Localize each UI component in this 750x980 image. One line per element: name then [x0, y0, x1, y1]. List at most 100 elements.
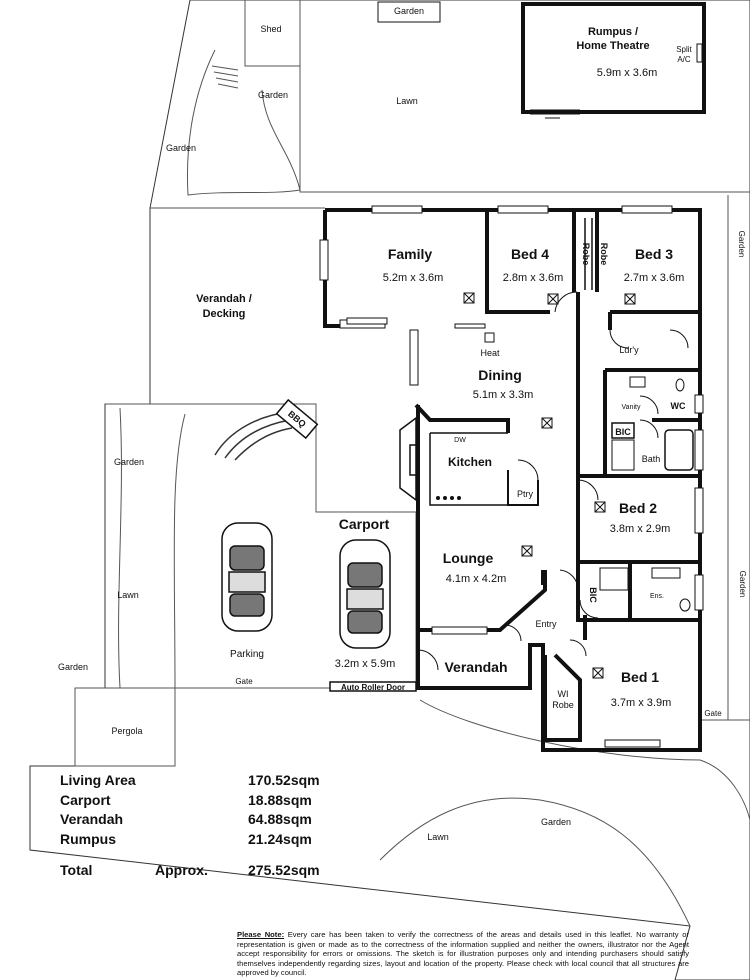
bed1-size: 3.7m x 3.9m [611, 697, 672, 709]
bed2-size: 3.8m x 2.9m [610, 523, 671, 535]
shower-box [611, 439, 635, 471]
verandah-decking-label-2: Decking [203, 308, 246, 320]
bed1-label: Bed 1 [621, 669, 659, 685]
vanity-basin [629, 376, 646, 388]
gate-label-parking: Gate [235, 677, 253, 686]
garden-label-bottom: Garden [541, 817, 571, 827]
disclaimer-note: Please Note: Every care has been taken t… [237, 930, 689, 978]
lower-garden-curve [419, 699, 750, 821]
area-value: 21.24sqm [248, 830, 312, 847]
area-total-row: Total Approx. 275.52sqm [60, 862, 340, 882]
ensuite-shower [599, 567, 629, 591]
garden-label-top: Garden [394, 6, 424, 16]
cooktop [436, 496, 461, 500]
bed4-label: Bed 4 [511, 246, 549, 262]
bath-tub [664, 429, 694, 471]
robe-label-right: Robe [599, 243, 609, 266]
lawn-label-bottom: Lawn [427, 832, 449, 842]
note-heading: Please Note: [237, 930, 285, 939]
lower-garden-curve2 [379, 797, 691, 927]
rumpus-ac [696, 43, 703, 63]
carport-size: 3.2m x 5.9m [335, 658, 396, 670]
car-carport [339, 539, 391, 649]
total-label: Total [60, 862, 93, 878]
bic-label-bath: BIC [615, 427, 631, 437]
area-row: Carport 18.88sqm [60, 792, 340, 812]
ac-label-1: Split [676, 45, 692, 54]
lawn-label-top: Lawn [396, 96, 418, 106]
area-row: Rumpus 21.24sqm [60, 831, 340, 851]
top-garden-box [377, 1, 441, 23]
area-label: Rumpus [60, 830, 116, 847]
gate-label-side: Gate [704, 709, 722, 718]
area-label: Carport [60, 791, 111, 808]
garden-label-left-mid: Garden [114, 457, 144, 467]
ac-label-2: A/C [677, 55, 691, 64]
garden-label-left-top: Garden [166, 143, 196, 153]
wc-bowl [675, 378, 685, 392]
kitchen-label: Kitchen [448, 455, 492, 469]
rumpus-label-2: Home Theatre [576, 40, 649, 52]
wi-label-1: WI [558, 689, 569, 699]
bbq-path [214, 411, 293, 461]
rumpus-steps [530, 109, 580, 119]
pergola-outline [74, 687, 176, 767]
light-markers [463, 292, 636, 679]
wi-label-2: Robe [552, 700, 574, 710]
area-label: Verandah [60, 811, 124, 827]
car-parking [221, 522, 273, 632]
upper-lawn-outline [244, 0, 750, 193]
family-label: Family [388, 246, 433, 262]
auto-door-label: Auto Roller Door [341, 683, 405, 692]
lounge-size: 4.1m x 4.2m [446, 573, 507, 585]
garden-label-side-low: Garden [738, 571, 747, 598]
door-swings [417, 291, 689, 671]
verandah-decking-label-1: Verandah / [196, 293, 252, 305]
carport-label: Carport [339, 516, 390, 532]
bed4-size: 2.8m x 3.6m [503, 272, 564, 284]
note-body: Every care has been taken to verify the … [237, 930, 689, 978]
area-value: 170.52sqm [248, 772, 320, 788]
robe-label-left: Robe [581, 243, 591, 266]
rumpus-size: 5.9m x 3.6m [597, 67, 658, 79]
garden-curve-left [173, 413, 186, 689]
heater-box [484, 332, 495, 343]
rumpus-walls [521, 2, 706, 114]
bbq-unit [275, 398, 319, 440]
pergola-label: Pergola [111, 726, 142, 736]
garden-label-shed: Garden [258, 90, 288, 100]
bed3-label: Bed 3 [635, 246, 673, 262]
lounge-label: Lounge [443, 550, 494, 566]
bed3-size: 2.7m x 3.6m [624, 272, 685, 284]
area-row: Verandah 64.88sqm [60, 811, 340, 831]
wc-label: WC [671, 401, 686, 411]
shed-label: Shed [260, 24, 281, 34]
entry-label: Entry [535, 619, 557, 629]
ens-vanity [651, 567, 681, 579]
house-walls [323, 208, 702, 752]
bed2-label: Bed 2 [619, 500, 657, 516]
ldry-label: Ldr'y [619, 345, 639, 355]
pantry-walls [507, 470, 539, 506]
total-approx: Approx. [155, 862, 208, 878]
area-value: 18.88sqm [248, 791, 312, 808]
family-size: 5.2m x 3.6m [383, 272, 444, 284]
dining-label: Dining [478, 367, 522, 383]
robe-dividers [584, 218, 593, 290]
dw-label: DW [454, 437, 466, 444]
lawn-label-left: Lawn [117, 590, 139, 600]
bic-label-ens: BIC [588, 587, 598, 603]
rumpus-label-1: Rumpus / [588, 26, 638, 38]
ptry-label: Ptry [517, 489, 534, 499]
bath-label: Bath [642, 454, 661, 464]
ens-toilet [679, 598, 691, 612]
parking-label: Parking [230, 649, 264, 660]
heat-label: Heat [480, 348, 500, 358]
total-value: 275.52sqm [248, 862, 320, 878]
garden-label-side-top: Garden [737, 231, 746, 258]
area-value: 64.88sqm [248, 811, 312, 827]
area-summary: Living Area 170.52sqm Carport 18.88sqm V… [60, 772, 340, 882]
garden-label-left-low: Garden [58, 662, 88, 672]
ens-label: Ens. [650, 593, 664, 600]
